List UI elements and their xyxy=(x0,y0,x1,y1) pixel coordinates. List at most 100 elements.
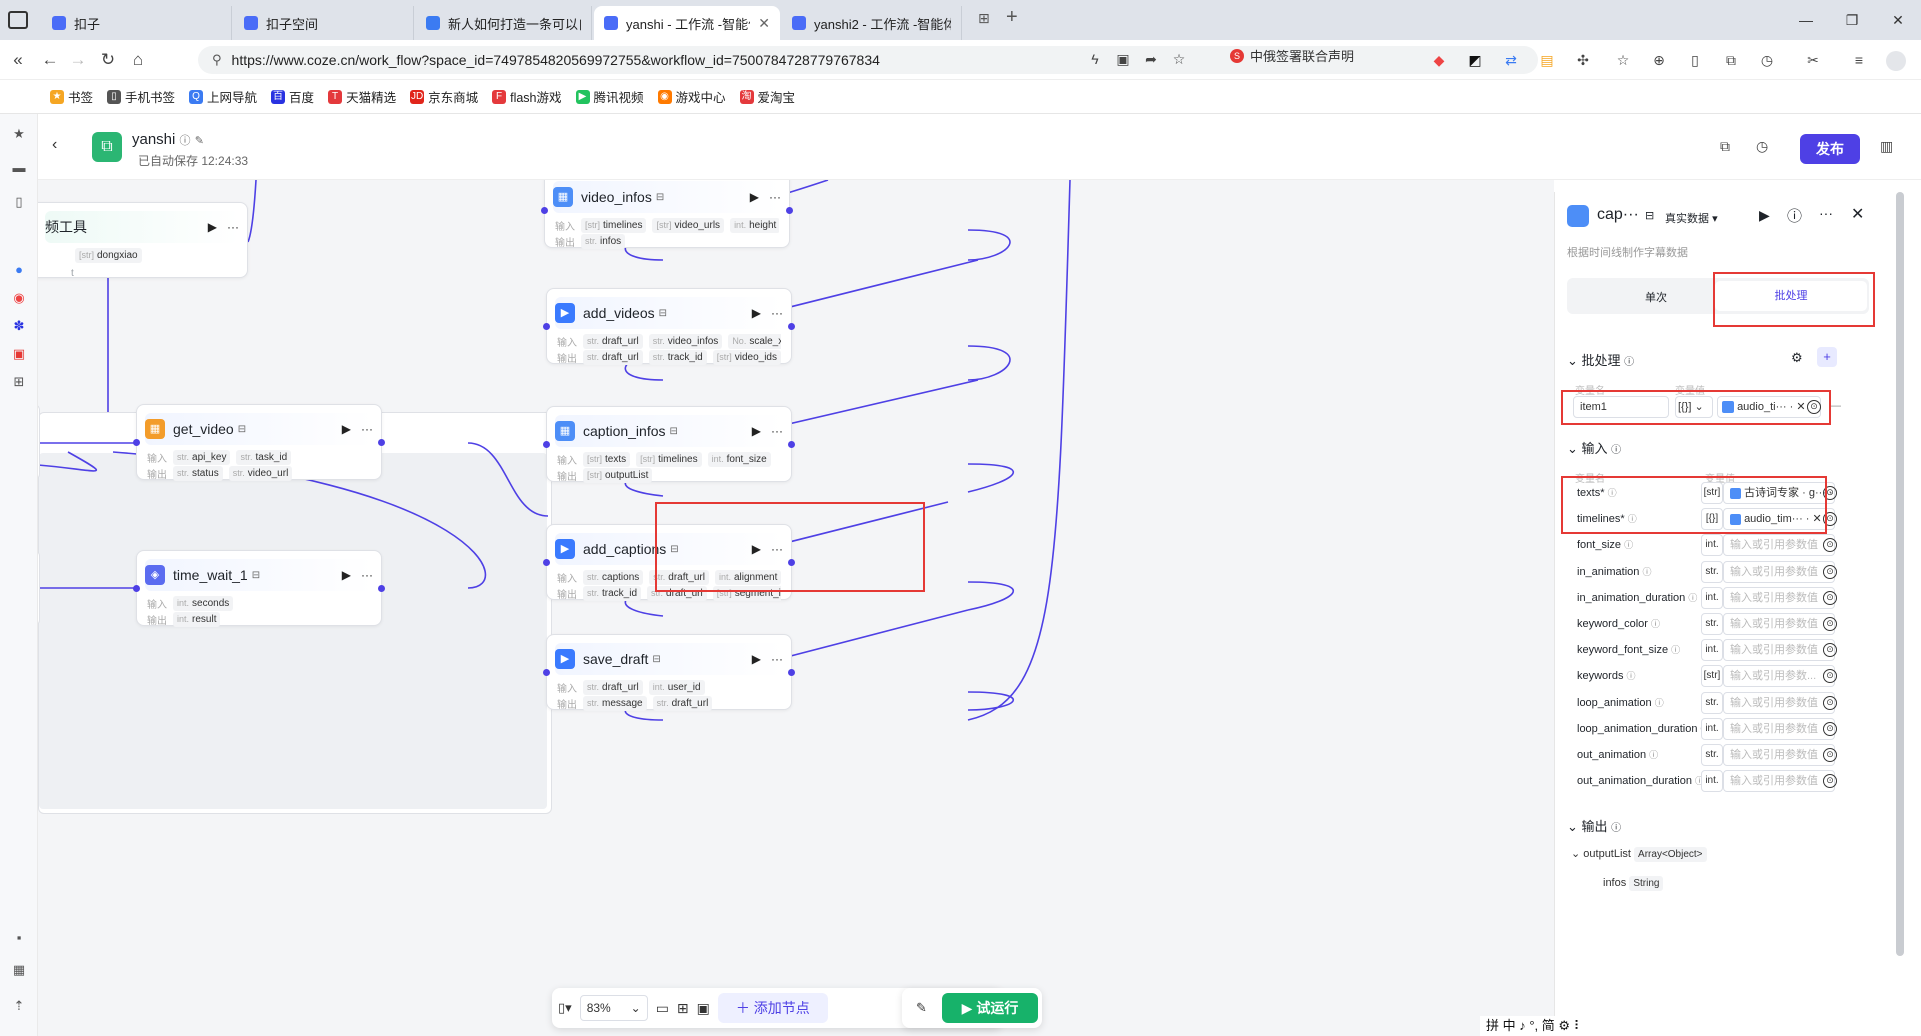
type-select[interactable]: [str] xyxy=(1701,665,1723,688)
type-select[interactable]: str. xyxy=(1701,613,1723,635)
minimize-button[interactable]: — xyxy=(1799,12,1813,28)
ref-picker-icon[interactable]: ⊙ xyxy=(1823,695,1837,710)
bookmark-item[interactable]: 淘爱淘宝 xyxy=(739,87,795,106)
screenshot-icon[interactable]: ▣ xyxy=(1116,51,1130,67)
output-port[interactable] xyxy=(378,585,385,592)
favorites-icon[interactable]: ☆ xyxy=(1616,52,1630,68)
share-icon[interactable]: ➦ xyxy=(1145,51,1157,67)
run-node-icon[interactable]: ▶ xyxy=(341,422,351,436)
remove-icon[interactable]: — xyxy=(1829,398,1841,412)
workflow-canvas[interactable]: 频工具▶··· [str]dongxiao t ▦video_infos⊟▶··… xyxy=(38,180,1554,1036)
avatar[interactable] xyxy=(1886,51,1906,71)
ref-picker-icon[interactable]: ⊙ xyxy=(1823,486,1837,500)
download-icon[interactable]: ⊕ xyxy=(1653,52,1665,68)
more-icon[interactable]: ··· xyxy=(361,568,373,582)
info-icon[interactable]: ⓘ xyxy=(179,135,191,147)
node-caption-infos[interactable]: ▦caption_infos⊟▶···输入[str]texts[str]time… xyxy=(543,406,795,483)
bookmark-item[interactable]: ▯手机书签 xyxy=(107,87,175,106)
type-select[interactable]: int. xyxy=(1701,586,1723,609)
mouse-mode-icon[interactable]: ▯▾ xyxy=(558,1000,572,1015)
search-app-icon[interactable]: ● xyxy=(15,262,23,277)
maximize-button[interactable]: ❐ xyxy=(1845,11,1859,28)
value-input[interactable]: 输入或引用参数值 xyxy=(1723,717,1835,740)
add-app-icon[interactable]: ⊞ xyxy=(13,374,25,389)
add-node-button[interactable]: ＋ 添加节点 xyxy=(717,993,828,1023)
pin-icon[interactable]: ⇡ xyxy=(13,998,25,1013)
type-select[interactable]: int. xyxy=(1701,717,1723,740)
colorful-app-icon[interactable]: ◉ xyxy=(13,290,25,305)
type-select[interactable]: [str] xyxy=(1701,482,1723,504)
forward-icon[interactable]: → xyxy=(69,50,87,69)
type-select[interactable]: str. xyxy=(1701,744,1723,766)
input-port[interactable] xyxy=(543,323,550,330)
more-icon[interactable]: ··· xyxy=(1819,205,1833,221)
more-icon[interactable]: ··· xyxy=(227,220,239,234)
data-mode-select[interactable]: 真实数据 ▾ xyxy=(1665,210,1718,226)
publish-button[interactable]: 发布 xyxy=(1800,134,1860,164)
batch-item-name-input[interactable]: item1 xyxy=(1573,396,1669,418)
output-port[interactable] xyxy=(788,441,795,448)
ref-picker-icon[interactable]: ⊙ xyxy=(1807,400,1821,414)
more-icon[interactable]: ··· xyxy=(769,190,781,204)
value-input[interactable]: 输入或引用参数值 xyxy=(1723,691,1835,714)
phone-icon[interactable]: ▯ xyxy=(15,194,23,209)
panel-scrollbar[interactable] xyxy=(1896,192,1904,956)
tab-kouzi-space[interactable]: 扣子空间 xyxy=(234,6,414,40)
extension-colorful-icon[interactable]: ◆ xyxy=(1433,52,1445,68)
value-input[interactable]: 输入或引用参数值 xyxy=(1723,534,1835,557)
back-icon[interactable]: ‹ xyxy=(52,136,58,153)
input-port[interactable] xyxy=(543,441,550,448)
bookmark-item[interactable]: ◉游戏中心 xyxy=(657,87,726,106)
tab-doc[interactable]: 新人如何打造一条可以自动生成 xyxy=(416,6,592,40)
input-port[interactable] xyxy=(133,585,140,592)
chevron-down-icon[interactable]: ⌄ xyxy=(1571,848,1584,860)
bookmark-item[interactable]: ★书签 xyxy=(50,87,93,106)
folder-icon[interactable]: ▬ xyxy=(12,160,26,175)
home-icon[interactable]: ⌂ xyxy=(132,50,144,69)
partial-tool-node[interactable]: 频工具▶··· [str]dongxiao t xyxy=(38,202,248,279)
bookmark-item[interactable]: 百百度 xyxy=(271,87,314,106)
ime-toolbar[interactable]: 拼 中 ♪ °, 简 ⚙ ⠇ xyxy=(1480,1016,1590,1036)
close-icon[interactable]: ✕ xyxy=(1851,206,1865,223)
more-icon[interactable]: ··· xyxy=(771,424,783,438)
type-select[interactable]: [{}] xyxy=(1701,508,1723,531)
more-icon[interactable]: ··· xyxy=(361,422,373,436)
history-icon[interactable]: ◷ xyxy=(1760,52,1774,68)
tab-single[interactable]: 单次 xyxy=(1645,292,1667,304)
panel-toggle-icon[interactable]: ▥ xyxy=(1880,138,1894,154)
back-icon[interactable]: ← xyxy=(41,50,59,69)
ref-picker-icon[interactable]: ⊙ xyxy=(1823,774,1837,789)
type-select[interactable]: int. xyxy=(1701,770,1723,793)
value-input[interactable]: 输入或引用参数值 xyxy=(1723,744,1835,766)
puzzle-icon[interactable]: ✣ xyxy=(1577,52,1589,68)
ref-picker-icon[interactable]: ⊙ xyxy=(1823,564,1837,579)
output-port[interactable] xyxy=(788,323,795,330)
tab-yanshi2[interactable]: yanshi2 - 工作流 -智能体平台 xyxy=(782,6,962,40)
add-batch-button[interactable]: + xyxy=(1817,347,1837,367)
url-bar[interactable]: ⚲ https://www.coze.cn/work_flow?space_id… xyxy=(198,46,1538,74)
output-port[interactable] xyxy=(788,559,795,566)
type-select[interactable]: str. xyxy=(1701,691,1723,714)
phone-icon[interactable]: ▯ xyxy=(1691,52,1699,68)
close-window-button[interactable]: ✕ xyxy=(1892,11,1904,28)
copy-icon[interactable]: ⧉ xyxy=(1720,138,1730,154)
video-app-icon[interactable]: ▣ xyxy=(12,346,26,361)
run-node-icon[interactable]: ▶ xyxy=(751,652,761,666)
batch-item-type-select[interactable]: [{}] ⌄ xyxy=(1675,396,1713,418)
type-select[interactable]: int. xyxy=(1701,639,1723,662)
minimap-icon[interactable]: ▣ xyxy=(696,999,710,1016)
help-icon[interactable]: ⓘ xyxy=(1787,208,1803,225)
extension-chart-icon[interactable]: ◩ xyxy=(1468,52,1482,68)
output-port[interactable] xyxy=(378,439,385,446)
section-header[interactable]: ⌄ 输入 ⓘ xyxy=(1567,438,1621,457)
lightning-icon[interactable]: ϟ xyxy=(1091,51,1099,67)
tab-group-icon[interactable]: ⊞ xyxy=(978,10,990,26)
